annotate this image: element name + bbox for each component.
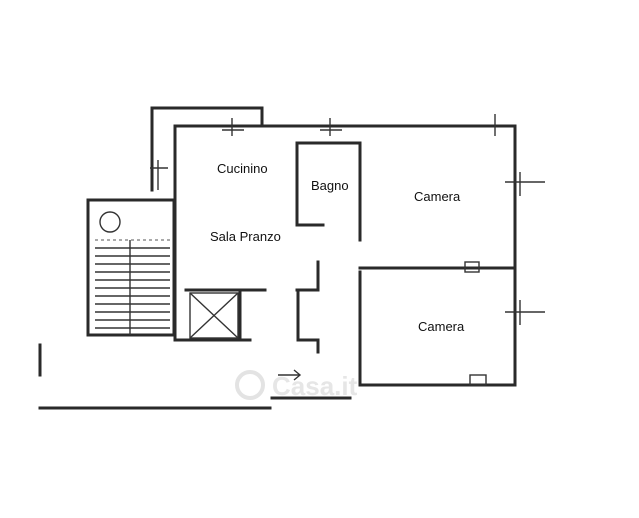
room-label-camera-2: Camera [418,319,465,334]
interior-walls [184,141,517,387]
shaft-cross [189,292,239,339]
stairwell [86,198,176,337]
watermark: Casa.it [235,370,358,401]
watermark-text: Casa.it [272,371,358,401]
window-marks [150,114,545,386]
room-label-cucinino: Cucinino [217,161,268,176]
room-label-camera-1: Camera [414,189,461,204]
outer-walls [38,106,517,410]
room-label-bagno: Bagno [311,178,349,193]
room-label-sala-pranzo: Sala Pranzo [210,229,281,244]
